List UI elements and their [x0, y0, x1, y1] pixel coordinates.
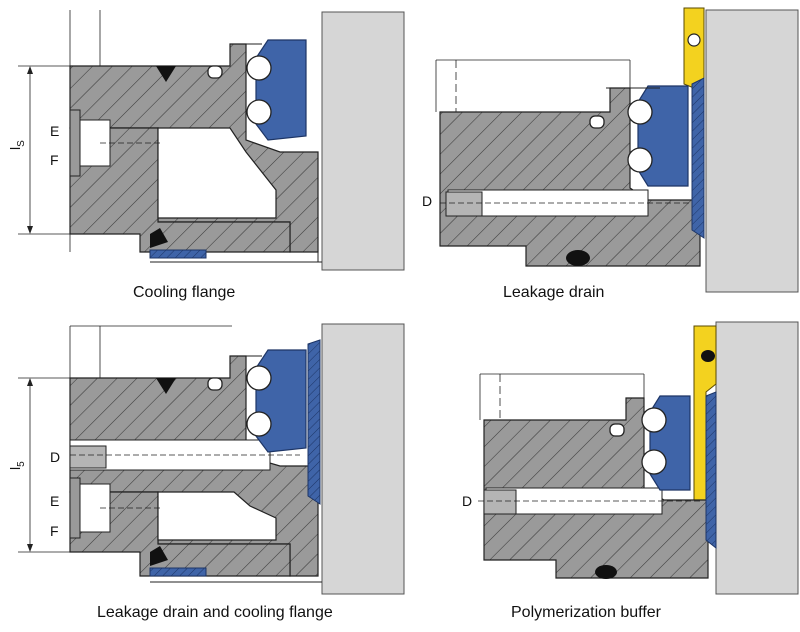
caption-cooling-flange: Cooling flange — [133, 284, 236, 301]
housing-wall — [705, 9, 799, 293]
housing-wall — [321, 323, 405, 595]
label-f: F — [50, 152, 59, 168]
backup-ring-upper — [627, 99, 653, 125]
drain-bolt-head — [445, 191, 483, 217]
oring-bottom — [566, 250, 590, 266]
panel-polymerization-buffer: D — [462, 321, 799, 595]
cooling-cavity — [157, 491, 277, 541]
backup-ring-lower — [246, 99, 272, 125]
small-oring — [207, 377, 223, 391]
housing-wall — [715, 321, 799, 595]
wiper-strip — [691, 77, 705, 239]
backup-ring-lower — [246, 411, 272, 437]
backup-ring-lower — [641, 449, 667, 475]
small-oring — [207, 65, 223, 79]
backup-ring-lower — [627, 147, 653, 173]
cooling-bolt-head — [69, 477, 81, 539]
oring-bottom — [150, 546, 168, 566]
cooling-cavity — [157, 127, 277, 219]
seal-element — [255, 349, 307, 453]
label-f: F — [50, 523, 59, 539]
label-d: D — [462, 493, 472, 509]
drain-bolt-head — [69, 445, 107, 469]
seal-element — [255, 39, 307, 141]
panel-leakage-drain: D — [422, 7, 799, 293]
bottom-seal-strip — [149, 249, 207, 259]
caption-drain-and-cooling: Leakage drain and cooling flange — [97, 604, 333, 621]
top-guide-ring — [683, 7, 705, 89]
bolt-head — [69, 109, 81, 177]
bottom-seal-strip — [149, 567, 207, 577]
label-e: E — [50, 493, 59, 509]
caption-leakage-drain: Leakage drain — [503, 284, 605, 301]
label-e: E — [50, 123, 59, 139]
wiper-strip — [307, 339, 321, 505]
small-oring — [609, 423, 625, 437]
drain-bolt-head — [483, 489, 517, 515]
dim-label-ls: lS — [7, 140, 27, 150]
panel-drain-and-cooling: D E F l5 — [7, 323, 405, 595]
oring-top — [156, 66, 176, 82]
oring-top — [156, 378, 176, 394]
backup-ring-upper — [246, 365, 272, 391]
dim-label-l5: l5 — [7, 461, 27, 470]
caption-polymerization-buffer: Polymerization buffer — [511, 604, 661, 621]
oring-bottom — [595, 565, 617, 579]
housing-wall — [321, 11, 405, 271]
gland-body — [439, 87, 701, 267]
small-oring — [589, 115, 605, 129]
backup-ring-upper — [246, 55, 272, 81]
label-d: D — [50, 449, 60, 465]
backup-ring-upper — [641, 407, 667, 433]
oring-bottom — [150, 228, 168, 248]
wiper-strip — [705, 391, 717, 550]
panel-cooling-flange: E F lS — [7, 10, 405, 271]
label-d: D — [422, 193, 432, 209]
